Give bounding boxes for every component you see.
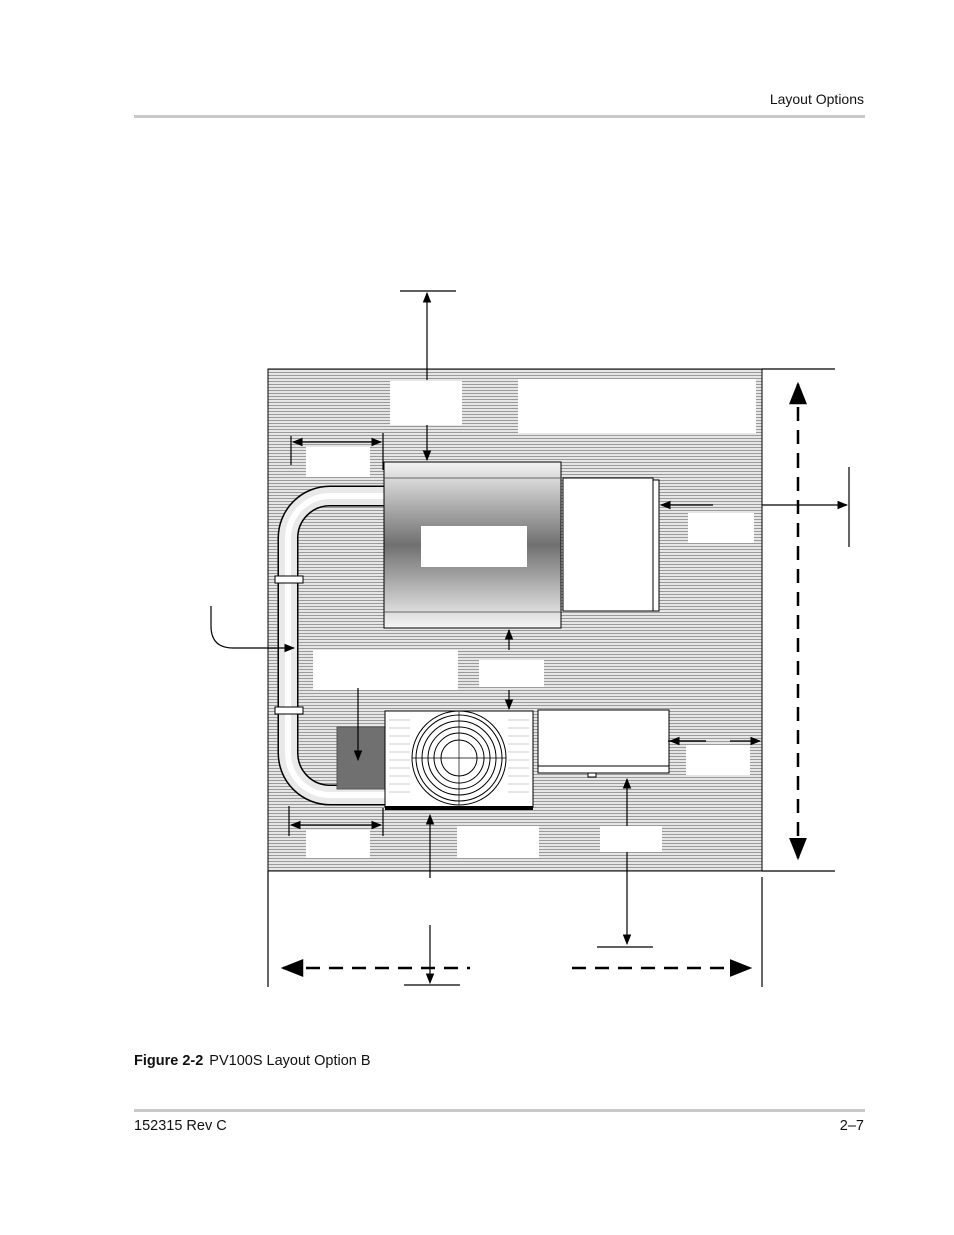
figure-caption: Figure 2-2 PV100S Layout Option B (134, 1053, 371, 1069)
transformer (383, 461, 562, 629)
figure-number: Figure 2-2 (134, 1053, 204, 1069)
dimension-lines (210, 290, 850, 987)
combiner-box (537, 709, 670, 778)
label-blanks (306, 379, 756, 858)
footer-rule (134, 1109, 865, 1112)
overall-dimensions (280, 381, 807, 977)
document-number: 152315 Rev C (134, 1118, 227, 1134)
figure-title: PV100S Layout Option B (209, 1053, 371, 1069)
running-header: Layout Options (769, 91, 864, 107)
page-number: 2–7 (839, 1118, 864, 1134)
side-panel (562, 477, 660, 612)
header-rule (134, 115, 865, 118)
fan-unit (384, 710, 534, 810)
dark-box (336, 726, 386, 790)
